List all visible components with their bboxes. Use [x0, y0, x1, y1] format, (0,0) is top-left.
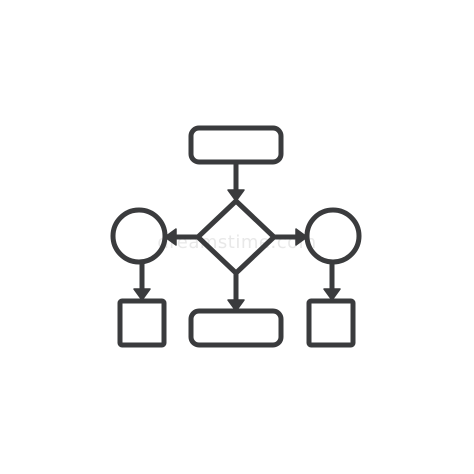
top-connector-arrowhead-icon [227, 189, 245, 202]
right-connector-arrowhead-icon [295, 228, 308, 246]
right-square-node [306, 298, 356, 348]
left-connector-arrowhead-icon [164, 228, 177, 246]
top-process-box [188, 125, 284, 165]
left-circle-node [110, 207, 168, 265]
left-down-arrowhead-icon [133, 288, 151, 301]
bottom-process-box [188, 308, 284, 348]
bottom-connector-arrowhead-icon [227, 299, 245, 312]
right-down-arrowhead-icon [323, 288, 341, 301]
left-square-node [117, 298, 167, 348]
